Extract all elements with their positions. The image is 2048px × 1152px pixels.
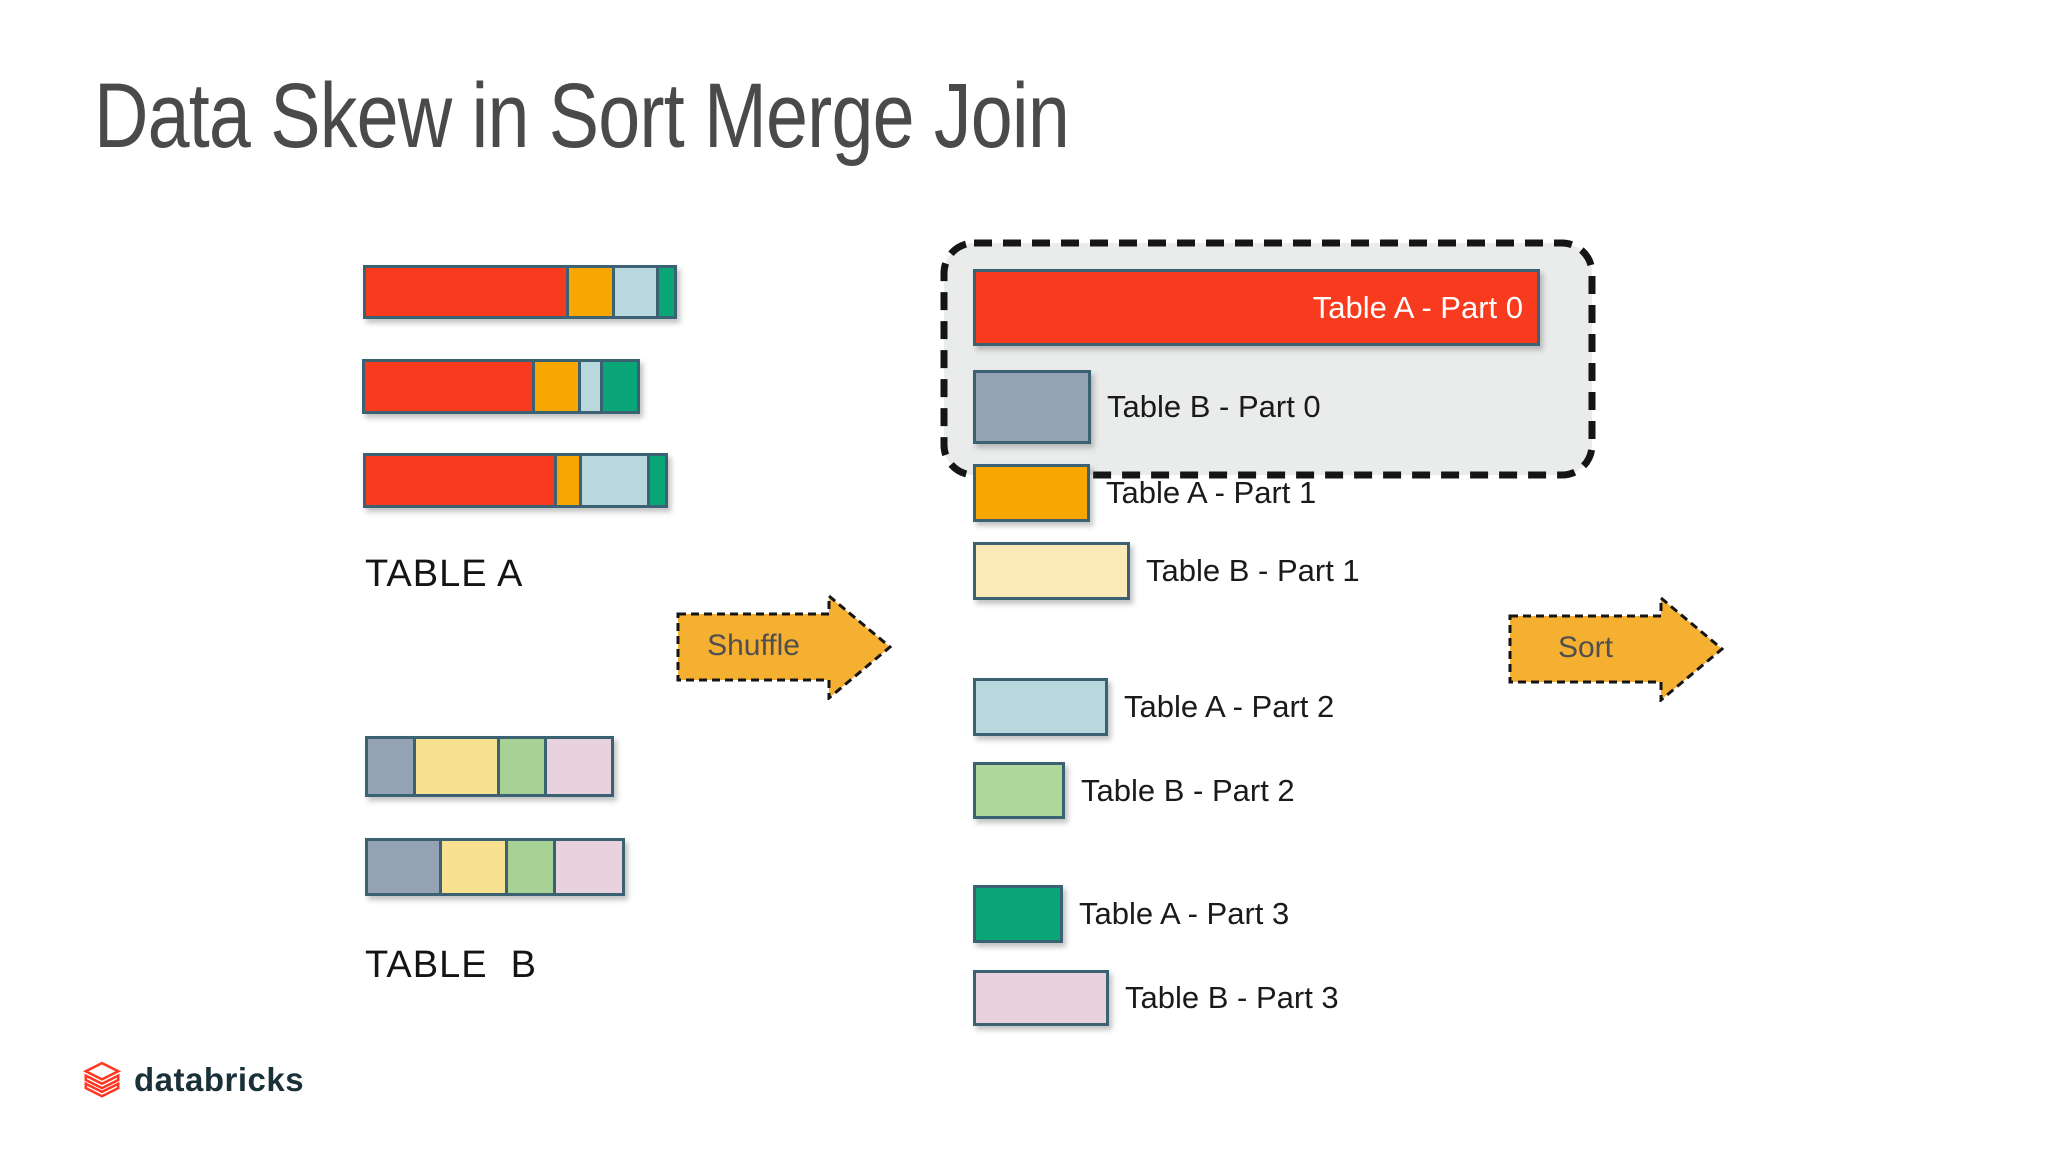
- partition-box-table-a-part-0: Table A - Part 0: [973, 269, 1540, 346]
- partition-label: Table B - Part 2: [1081, 772, 1295, 808]
- bar-segment-green: [647, 456, 665, 505]
- table-a-bar-1: [363, 265, 677, 319]
- table-a-label: TABLE A: [365, 553, 524, 595]
- bar-segment-orange: [532, 362, 578, 411]
- partition-box-table-b-part-0: [973, 370, 1091, 444]
- partition-row-table-a-part-1: Table A - Part 1: [973, 464, 1316, 522]
- table-b-label: TABLE B: [365, 944, 538, 986]
- shuffle-arrow: Shuffle: [676, 594, 892, 700]
- partition-label: Table A - Part 1: [1106, 475, 1317, 510]
- slide-title: Data Skew in Sort Merge Join: [94, 65, 1070, 167]
- databricks-logo: databricks: [82, 1060, 304, 1100]
- sort-arrow-label: Sort: [1557, 631, 1614, 664]
- partition-row-table-a-part-0: Table A - Part 0: [973, 269, 1540, 346]
- partition-row-table-b-part-2: Table B - Part 2: [973, 762, 1295, 819]
- bar-segment-pale_yellow: [413, 739, 497, 794]
- sort-arrow-icon: [1508, 596, 1724, 702]
- bar-segment-pink: [544, 739, 611, 794]
- partition-box-table-b-part-2: [973, 762, 1065, 819]
- bar-segment-orange: [554, 456, 579, 505]
- partition-row-table-b-part-0: Table B - Part 0: [973, 370, 1321, 444]
- bar-segment-green: [656, 268, 674, 316]
- bar-segment-slate: [368, 739, 413, 794]
- bar-segment-pale_yellow: [439, 841, 505, 893]
- partition-row-table-a-part-2: Table A - Part 2: [973, 678, 1334, 736]
- partition-row-table-b-part-1: Table B - Part 1: [973, 542, 1360, 600]
- partition-box-table-a-part-1: [973, 464, 1090, 522]
- partition-box-table-b-part-3: [973, 970, 1109, 1026]
- databricks-logo-icon: [82, 1061, 122, 1098]
- table-b-bar-1: [365, 736, 614, 797]
- partition-label: Table A - Part 0: [1312, 289, 1523, 325]
- bar-segment-slate: [368, 841, 439, 893]
- partition-row-table-b-part-3: Table B - Part 3: [973, 970, 1339, 1026]
- bar-segment-light_blue: [579, 456, 647, 505]
- table-a-bar-2: [362, 359, 640, 414]
- partition-row-table-a-part-3: Table A - Part 3: [973, 885, 1289, 943]
- bar-segment-green: [600, 362, 637, 411]
- bar-segment-light_green: [497, 739, 544, 794]
- bar-segment-light_blue: [578, 362, 600, 411]
- databricks-logo-text: databricks: [134, 1061, 305, 1098]
- bar-segment-red: [365, 362, 532, 411]
- bar-segment-red: [366, 456, 554, 505]
- partition-label: Table A - Part 3: [1079, 896, 1290, 931]
- table-a-bar-3: [363, 453, 668, 508]
- partition-label: Table B - Part 1: [1146, 553, 1360, 588]
- shuffle-arrow-icon: [676, 594, 892, 700]
- partition-box-table-a-part-3: [973, 885, 1063, 943]
- bar-segment-pink: [553, 841, 622, 893]
- bar-segment-red: [366, 268, 566, 316]
- partition-label: Table A - Part 2: [1124, 689, 1335, 724]
- partition-label: Table B - Part 3: [1125, 980, 1339, 1015]
- partition-box-table-b-part-1: [973, 542, 1130, 600]
- bar-segment-light_green: [505, 841, 553, 893]
- sort-arrow: Sort: [1508, 596, 1724, 702]
- partition-label: Table B - Part 0: [1107, 389, 1321, 424]
- table-b-bar-2: [365, 838, 625, 896]
- partition-box-table-a-part-2: [973, 678, 1108, 736]
- shuffle-arrow-label: Shuffle: [707, 629, 800, 662]
- bar-segment-light_blue: [612, 268, 656, 316]
- bar-segment-orange: [566, 268, 612, 316]
